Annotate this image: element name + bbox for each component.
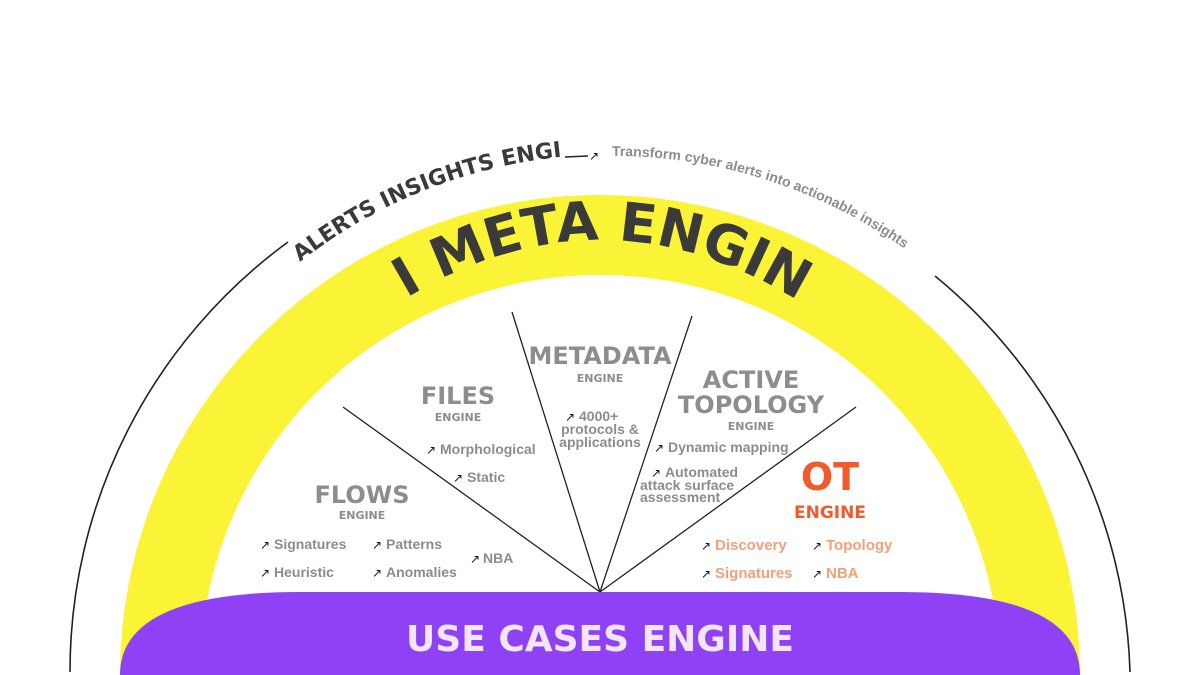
spoke-files-metadata [511, 311, 601, 593]
spoke-flows-files [342, 406, 601, 593]
arrow-up-right-icon: ↗ [701, 539, 711, 553]
topology-item-dynamic-mapping: Dynamic mapping [668, 439, 789, 455]
arrow-up-right-icon: ↗ [565, 410, 575, 424]
ot-engine-name: OT [801, 455, 859, 499]
use-cases-title: USE CASES ENGINE [406, 619, 794, 660]
ot-engine: OT ENGINE ↗ Discovery ↗ Topology ↗ Signa… [701, 455, 893, 582]
ot-item-nba: NBA [826, 565, 859, 582]
flows-item-heuristic: Heuristic [274, 564, 334, 580]
flows-item-nba: NBA [483, 550, 513, 566]
arrow-up-right-icon: ↗ [651, 466, 661, 480]
topology-engine-name-line1: ACTIVE [703, 366, 799, 394]
ot-item-topology: Topology [826, 537, 893, 554]
alerts-arrow-icon: ↗ [589, 149, 599, 163]
arrow-up-right-icon: ↗ [426, 443, 436, 457]
arrow-up-right-icon: ↗ [260, 566, 270, 580]
ot-item-signatures: Signatures [715, 565, 793, 582]
flows-engine: FLOWS ENGINE ↗ Signatures ↗ Heuristic ↗ … [260, 481, 513, 580]
topology-engine-name-line2: TOPOLOGY [678, 391, 825, 419]
topology-item2-line1: Automated [665, 464, 738, 480]
metadata-item-line3: applications [559, 434, 641, 450]
flows-engine-sub: ENGINE [339, 509, 386, 522]
spoke-topology-ot [599, 406, 857, 593]
files-item-static: Static [467, 469, 505, 485]
topology-engine: ACTIVE TOPOLOGY ENGINE ↗ Dynamic mapping… [640, 366, 825, 505]
files-engine: FILES ENGINE ↗ Morphological ↗ Static [421, 382, 536, 485]
topology-item2-line2: attack surface [640, 477, 734, 493]
use-cases-base [120, 592, 1080, 675]
inner-fan-area [200, 275, 1000, 675]
files-engine-name: FILES [421, 382, 495, 410]
arrow-up-right-icon: ↗ [470, 552, 480, 566]
arrow-up-right-icon: ↗ [701, 567, 711, 581]
arrow-up-right-icon: ↗ [372, 538, 382, 552]
arrow-up-right-icon: ↗ [654, 441, 664, 455]
arrow-up-right-icon: ↗ [260, 538, 270, 552]
alerts-connector-line [564, 155, 589, 158]
topology-item2-line3: assessment [640, 489, 721, 505]
ot-item-discovery: Discovery [715, 537, 787, 554]
flows-engine-name: FLOWS [315, 481, 410, 509]
fan-spokes [342, 311, 857, 593]
ot-engine-sub: ENGINE [794, 503, 866, 523]
metadata-engine-name: METADATA [528, 342, 672, 370]
metadata-item-line2: protocols & [561, 421, 639, 437]
ai-meta-band [120, 195, 1080, 675]
files-engine-sub: ENGINE [435, 411, 482, 424]
metadata-engine-sub: ENGINE [577, 372, 624, 385]
arrow-up-right-icon: ↗ [812, 539, 822, 553]
spoke-metadata-topology [599, 315, 693, 593]
outer-arc-right [934, 275, 1131, 673]
arrow-up-right-icon: ↗ [812, 567, 822, 581]
flows-item-patterns: Patterns [386, 536, 442, 552]
metadata-item-line1: 4000+ [579, 408, 618, 424]
outer-arc-left [69, 241, 289, 673]
arrow-up-right-icon: ↗ [453, 471, 463, 485]
topology-engine-sub: ENGINE [728, 420, 775, 433]
arrow-up-right-icon: ↗ [372, 566, 382, 580]
flows-item-signatures: Signatures [274, 536, 347, 552]
metadata-engine: METADATA ENGINE ↗ 4000+ protocols & appl… [528, 342, 672, 450]
files-item-morphological: Morphological [440, 441, 536, 457]
flows-item-anomalies: Anomalies [386, 564, 457, 580]
